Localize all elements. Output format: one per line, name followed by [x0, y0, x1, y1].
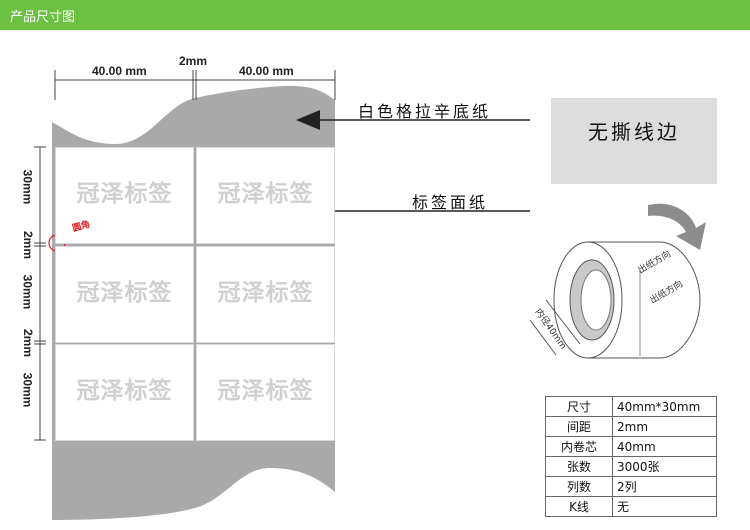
label-r3c1: 冠泽标签	[55, 344, 194, 441]
spec-key: 内卷芯	[545, 436, 613, 457]
spec-value: 2mm	[612, 416, 717, 437]
card-title: 无撕线边	[588, 120, 680, 144]
height-dim-2: 30mm	[20, 274, 35, 310]
watermark: 冠泽标签	[217, 280, 314, 306]
liner-arrow	[296, 110, 320, 130]
watermark: 冠泽标签	[76, 280, 173, 306]
gap-dim-2: 2mm	[21, 328, 36, 358]
spec-value: 无	[612, 496, 717, 517]
curved-arrow	[648, 203, 706, 250]
spec-value: 40mm	[612, 436, 717, 457]
watermark: 冠泽标签	[76, 378, 173, 404]
header-bar: 产品尺寸图	[0, 0, 750, 30]
spec-key: 列数	[545, 476, 613, 497]
label-r2c2: 冠泽标签	[196, 246, 335, 343]
label-r1c2: 冠泽标签	[196, 147, 335, 244]
watermark: 冠泽标签	[217, 378, 314, 404]
width-dim-left: 40.00 mm	[92, 64, 147, 78]
watermark: 冠泽标签	[76, 181, 173, 207]
height-dim-1: 30mm	[20, 169, 35, 205]
table-row: K线无	[545, 496, 717, 517]
face-callout: 标签面纸	[412, 193, 489, 212]
label-r2c1: 冠泽标签	[55, 246, 194, 343]
label-r1c1: 冠泽标签	[55, 147, 194, 244]
spec-key: K线	[545, 496, 613, 517]
liner-callout: 白色格拉辛底纸	[358, 102, 492, 121]
spec-key: 张数	[545, 456, 613, 477]
width-dim-right: 40.00 mm	[239, 64, 294, 78]
gap-dim-1: 2mm	[21, 230, 36, 260]
header-title: 产品尺寸图	[10, 10, 76, 25]
watermark: 冠泽标签	[217, 181, 314, 207]
label-r3c2: 冠泽标签	[196, 344, 335, 441]
no-tear-card: 无撕线边	[551, 98, 717, 184]
spec-value: 2列	[612, 476, 717, 497]
height-dim-3: 30mm	[20, 372, 35, 408]
label-roll	[529, 241, 701, 359]
spec-key: 间距	[545, 416, 613, 437]
spec-key: 尺寸	[545, 396, 613, 417]
gap-dim-top: 2mm	[179, 54, 208, 68]
spec-value: 3000张	[612, 456, 717, 477]
spec-value: 40mm*30mm	[612, 396, 717, 417]
